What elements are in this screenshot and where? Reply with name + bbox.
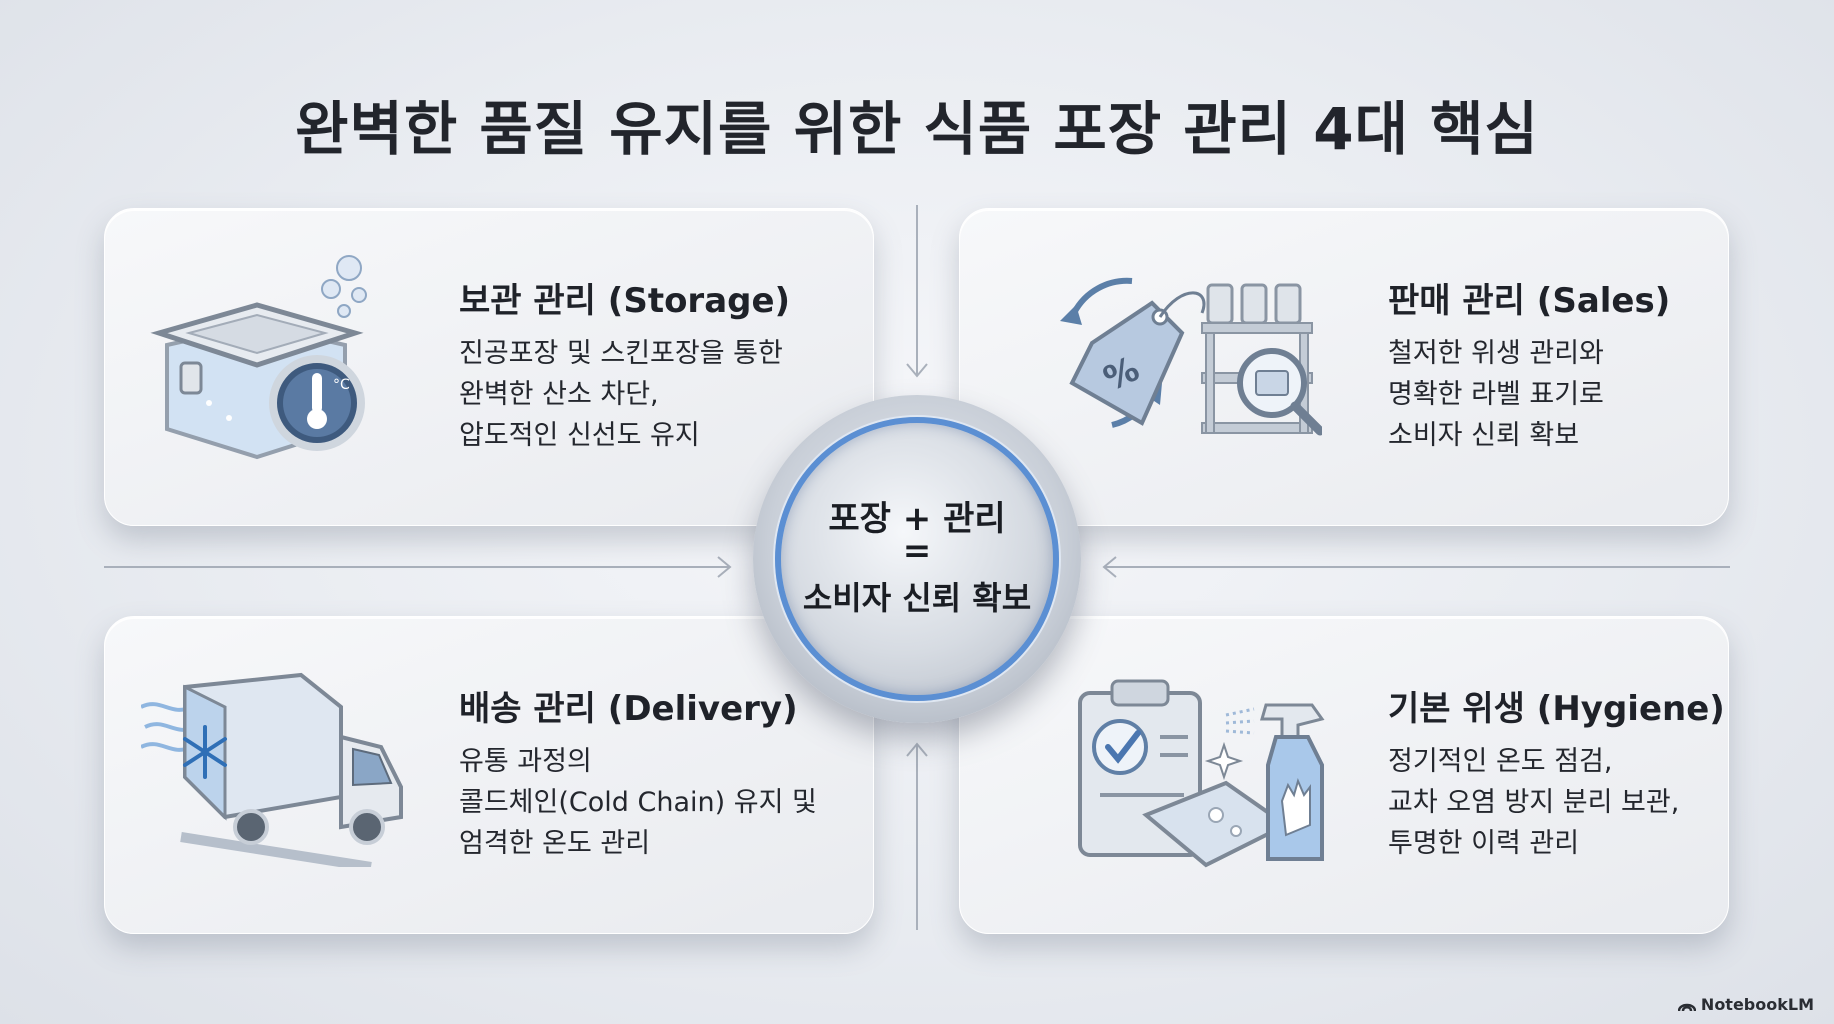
page-title: 완벽한 품질 유지를 위한 식품 포장 관리 4대 핵심 bbox=[295, 95, 1539, 163]
price-tag-shelf-magnifier-icon: % bbox=[1060, 277, 1322, 436]
card-delivery: 배송 관리 (Delivery) 유통 과정의 콜드체인(Cold Chain)… bbox=[104, 616, 874, 934]
notebooklm-logo-icon bbox=[1677, 1003, 1696, 1011]
card-delivery-title: 배송 관리 (Delivery) bbox=[459, 689, 798, 729]
center-line-2: = bbox=[902, 531, 932, 571]
connector-right bbox=[1104, 566, 1730, 568]
card-delivery-description: 유통 과정의 콜드체인(Cold Chain) 유지 및 엄격한 온도 관리 bbox=[459, 746, 817, 859]
card-storage-description: 진공포장 및 스킨포장을 통한 완벽한 산소 차단, 압도적인 신선도 유지 bbox=[459, 338, 783, 451]
card-hygiene-title: 기본 위생 (Hygiene) bbox=[1388, 689, 1725, 729]
clipboard-spray-icon bbox=[1078, 679, 1325, 868]
connector-bottom bbox=[916, 745, 918, 930]
container-thermometer-icon: °C bbox=[150, 255, 367, 460]
card-sales: % 판매 관리 (Sales) 철저한 위생 관리와 명확한 라벨 표기로 소비… bbox=[959, 208, 1729, 526]
connector-left bbox=[104, 566, 729, 568]
center-medallion: 포장 + 관리 = 소비자 신뢰 확보 bbox=[753, 395, 1081, 723]
watermark: NotebookLM bbox=[1677, 995, 1814, 1014]
card-hygiene: 기본 위생 (Hygiene) 정기적인 온도 점검, 교차 오염 방지 분리 … bbox=[959, 616, 1729, 934]
watermark-text: NotebookLM bbox=[1700, 995, 1814, 1014]
card-sales-title: 판매 관리 (Sales) bbox=[1388, 281, 1671, 321]
card-storage-title: 보관 관리 (Storage) bbox=[459, 281, 791, 321]
center-line-1: 포장 + 관리 bbox=[828, 499, 1006, 539]
center-medallion-inner: 포장 + 관리 = 소비자 신뢰 확보 bbox=[775, 417, 1059, 701]
connector-top bbox=[916, 205, 918, 375]
center-line-3: 소비자 신뢰 확보 bbox=[802, 579, 1032, 617]
card-sales-description: 철저한 위생 관리와 명확한 라벨 표기로 소비자 신뢰 확보 bbox=[1388, 338, 1604, 451]
refrigerated-truck-icon bbox=[141, 672, 403, 867]
card-hygiene-description: 정기적인 온도 점검, 교차 오염 방지 분리 보관, 투명한 이력 관리 bbox=[1388, 746, 1680, 859]
card-storage: °C 보관 관리 (Storage) 진공포장 및 스킨포장을 통한 완벽한 산… bbox=[104, 208, 874, 526]
svg-text:°C: °C bbox=[333, 377, 350, 393]
